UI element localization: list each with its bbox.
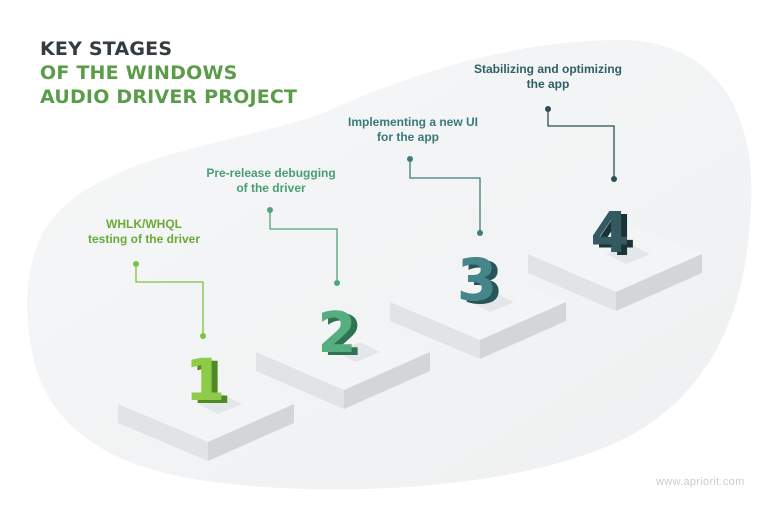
connector-3-dot-top [407, 156, 413, 162]
connector-3 [409, 159, 481, 233]
title-line-2: OF THE WINDOWS [40, 62, 238, 84]
connector-2-dot-top [267, 207, 273, 213]
connector-1-dot-bottom [200, 333, 206, 339]
connector-4 [547, 109, 615, 179]
stage-number-1-shadow: 1 [191, 349, 231, 417]
stage-number-2-shadow: 2 [324, 304, 363, 369]
stage-4-label-line-1: Stabilizing and optimizing [474, 62, 622, 76]
brand-watermark: www.apriorit.com [656, 476, 745, 488]
stage-1-label: WHLK/WHQL testing of the driver [84, 217, 204, 247]
stage-1-label-line-1: WHLK/WHQL [106, 217, 182, 231]
connector-4-dot-top [545, 106, 551, 112]
connector-1 [135, 264, 204, 336]
connector-3-dot-bottom [477, 230, 483, 236]
stage-3-label: Implementing a new UI for the app [348, 115, 479, 145]
connector-4-dot-bottom [611, 176, 617, 182]
stage-number-4-shadow: 4 [597, 204, 636, 269]
platform-1 [118, 367, 294, 461]
connector-1-dot-top [133, 261, 139, 267]
stage-number-3: 3 [457, 246, 497, 314]
stage-2-label: Pre-release debugging of the driver [206, 166, 336, 196]
stage-4-label-line-2: the app [526, 77, 570, 91]
stage-3-label-line-1: Implementing a new UI [348, 115, 479, 129]
page-title: KEY STAGES OF THE WINDOWS AUDIO DRIVER P… [40, 37, 297, 109]
stage-number-2: 2 [318, 301, 357, 366]
stage-number-3-shadow: 3 [463, 249, 503, 317]
connector-2-dot-bottom [334, 280, 340, 286]
stage-4-label: Stabilizing and optimizing the app [473, 62, 623, 92]
stage-2-label-line-1: Pre-release debugging [206, 166, 336, 180]
title-line-1: KEY STAGES [40, 38, 173, 60]
stage-3-label-line-2: for the app [377, 130, 439, 144]
platform-2 [256, 315, 430, 409]
stage-number-1: 1 [185, 346, 225, 414]
platform-3 [390, 265, 566, 359]
title-line-3: AUDIO DRIVER PROJECT [40, 86, 298, 108]
platform-4 [528, 217, 702, 311]
stage-1-label-line-2: testing of the driver [87, 232, 200, 246]
connector-2 [269, 210, 338, 283]
stage-2-label-line-2: of the driver [236, 181, 306, 195]
stage-number-4: 4 [591, 201, 630, 266]
